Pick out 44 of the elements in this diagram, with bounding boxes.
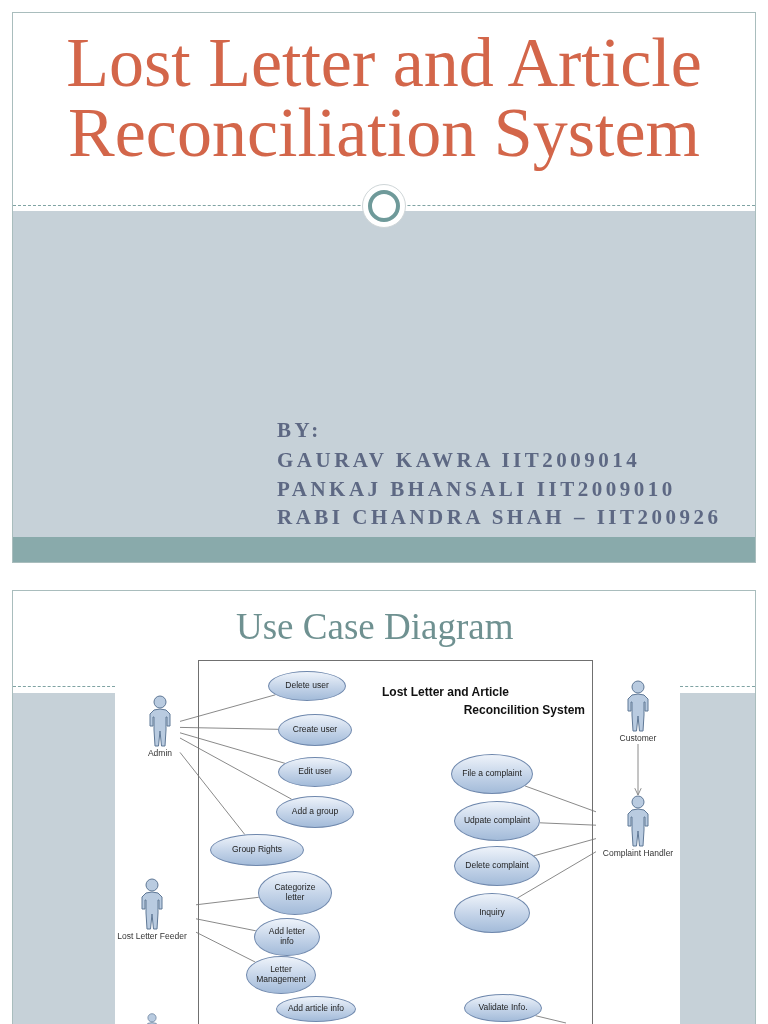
- use-case-label: Udpate complaint: [463, 816, 531, 826]
- use-case-ellipse: [246, 956, 316, 994]
- use-case-label: Delete user: [285, 681, 329, 691]
- association-line: [539, 822, 597, 826]
- use-case-label: Categorize letter: [273, 883, 317, 903]
- association-line: [535, 1015, 567, 1024]
- association-line: [179, 751, 246, 835]
- use-case-ellipse: [278, 757, 352, 787]
- author-line: PANKAJ BHANSALI IIT2009010: [277, 477, 676, 501]
- association-line: [524, 785, 597, 813]
- association-line: [195, 896, 260, 906]
- use-case-label: Edit user: [298, 767, 332, 777]
- use-case-label: Delete complaint: [465, 861, 529, 871]
- use-case-label: Inquiry: [479, 908, 505, 918]
- use-case-label: Add letter info: [267, 927, 307, 947]
- actor-label: Admin: [146, 748, 174, 759]
- use-case-label: Add article info: [287, 1004, 345, 1014]
- actor-label: Customer: [618, 733, 658, 744]
- use-case-label: Group Rights: [231, 845, 283, 855]
- association-line: [179, 737, 293, 800]
- use-case-ellipse: [454, 846, 540, 886]
- association-line: [195, 931, 256, 963]
- actor-label: Complaint Handler: [601, 848, 675, 859]
- use-case-ellipse: [451, 754, 533, 794]
- use-case-label: Letter Management: [255, 965, 307, 985]
- system-title: Lost Letter and Article Reconcilition System: [382, 684, 585, 719]
- use-case-label: Add a group: [291, 807, 339, 817]
- slide-heading: Use Case Diagram: [236, 605, 514, 649]
- use-case-label: Validate Info.: [478, 1003, 528, 1013]
- association-line: [516, 851, 597, 899]
- association-line: [179, 694, 276, 722]
- use-case-ellipse: [464, 994, 542, 1022]
- association-line: [195, 918, 257, 932]
- use-case-label: Create user: [292, 725, 338, 735]
- use-case-ellipse: [268, 671, 346, 701]
- system-boundary: [198, 660, 593, 1024]
- author-line: GAURAV KAWRA IIT2009014: [277, 448, 641, 472]
- byline-label: BY:: [277, 418, 322, 442]
- association-line: [533, 838, 597, 857]
- author-line: RABI CHANDRA SHAH – IIT200926: [277, 505, 722, 529]
- association-line: [179, 732, 286, 764]
- association-line: [179, 726, 279, 730]
- actor-label: Lost Letter Feeder: [116, 931, 188, 942]
- use-case-label: File a complaint: [462, 769, 522, 779]
